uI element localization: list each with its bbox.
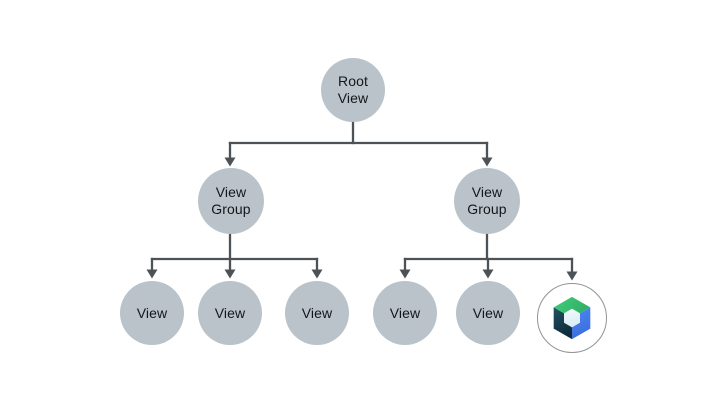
compose-cube-right-face: [572, 307, 591, 340]
arrowhead: [224, 157, 236, 167]
node-view-group-left: View Group: [198, 168, 264, 234]
arrowhead: [399, 269, 411, 279]
node-label: Root View: [337, 73, 369, 106]
node-label: View Group: [467, 184, 507, 217]
arrowheads: [146, 157, 578, 281]
jetpack-compose-icon: [553, 296, 591, 340]
arrowhead: [311, 269, 323, 279]
node-label: View: [136, 304, 168, 321]
connector-lines: [150, 120, 574, 274]
arrowhead: [482, 269, 494, 279]
node-view-group-right: View Group: [454, 168, 520, 234]
compose-cube-inner-hexagon: [564, 308, 580, 328]
arrowhead: [224, 269, 236, 279]
node-view-5: View: [456, 281, 520, 345]
node-label: View: [214, 304, 246, 321]
node-view-4: View: [373, 281, 437, 345]
node-label: View: [472, 304, 504, 321]
node-label: View: [301, 304, 333, 321]
node-label: View: [389, 304, 421, 321]
arrowhead: [566, 271, 578, 281]
node-view-3: View: [285, 281, 349, 345]
node-root-view: Root View: [321, 58, 385, 122]
compose-cube-left-face: [553, 307, 572, 340]
arrowhead: [481, 157, 493, 167]
arrowhead: [146, 269, 158, 279]
node-view-1: View: [120, 281, 184, 345]
node-view-2: View: [198, 281, 262, 345]
node-compose: [537, 283, 607, 353]
compose-cube-top-face: [553, 296, 591, 314]
node-label: View Group: [211, 184, 251, 217]
